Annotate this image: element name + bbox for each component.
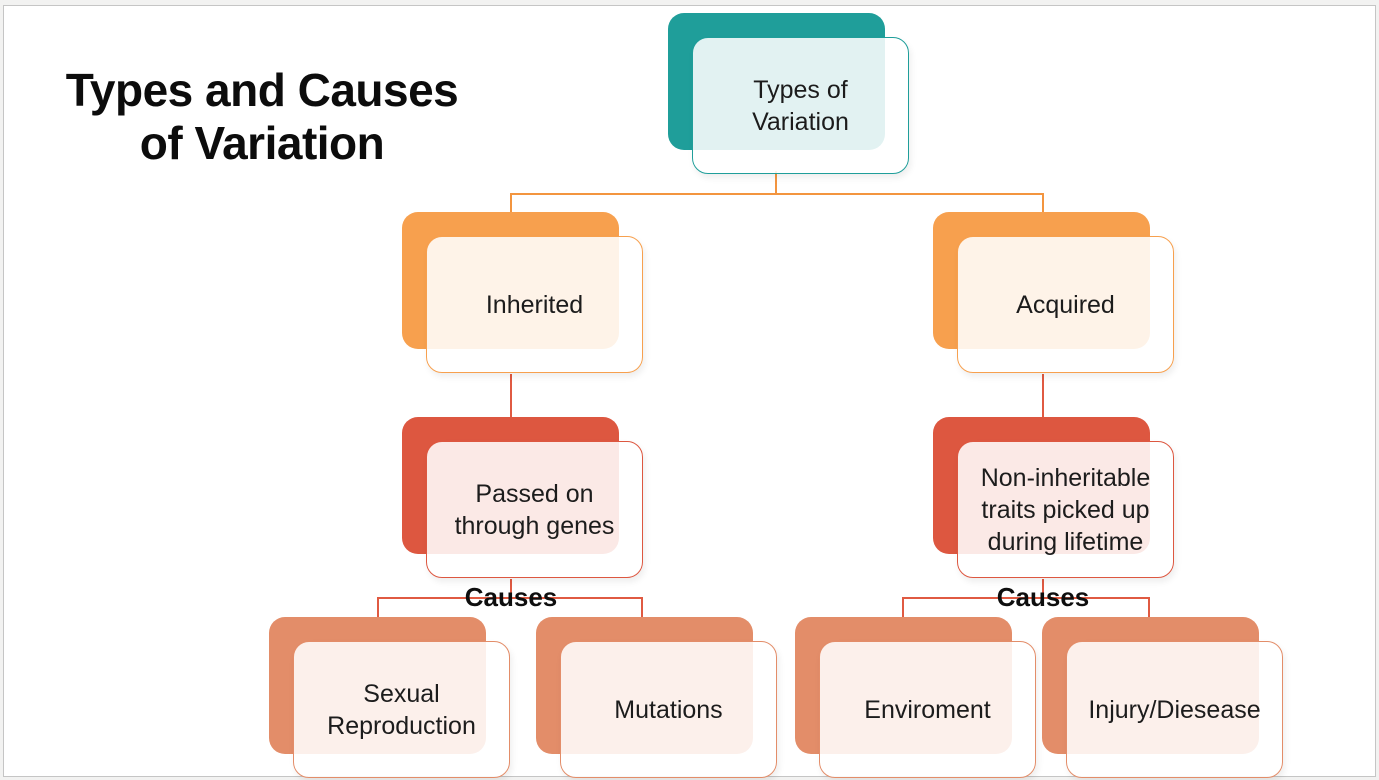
node-non-inheritable-traits[interactable]: Non-inheritable traits picked up during …	[933, 417, 1174, 578]
slide-title[interactable]: Types and Causes of Variation	[65, 64, 459, 170]
node-front-shape: Inherited	[426, 236, 643, 373]
node-front-shape: Passed on through genes	[426, 441, 643, 578]
node-mutations[interactable]: Mutations	[536, 617, 777, 778]
node-acquired[interactable]: Acquired	[933, 212, 1174, 373]
node-label: Mutations	[614, 695, 723, 724]
node-label: Types of Variation	[752, 75, 849, 136]
connector-causes-left-stem	[510, 579, 512, 598]
connector-causes-right-drop-1	[902, 597, 904, 618]
node-types-of-variation[interactable]: Types of Variation	[668, 13, 909, 174]
connector-causes-left-drop-2	[641, 597, 643, 618]
node-label: Non-inheritable traits picked up during …	[980, 463, 1151, 556]
causes-label-left[interactable]: Causes	[464, 582, 558, 612]
connector-acquired-to-noninheritable	[1042, 374, 1044, 418]
node-front-shape: Injury/Diesease	[1066, 641, 1283, 778]
node-label: Sexual Reproduction	[327, 679, 476, 740]
node-label: Enviroment	[864, 695, 991, 724]
node-front-shape: Sexual Reproduction	[293, 641, 510, 778]
connector-causes-right-stem	[1042, 579, 1044, 598]
causes-label-right[interactable]: Causes	[996, 582, 1090, 612]
connector-causes-left-drop-1	[377, 597, 379, 618]
node-front-shape: Acquired	[957, 236, 1174, 373]
connector-level1-horizontal	[510, 193, 1044, 195]
node-front-shape: Mutations	[560, 641, 777, 778]
node-inherited[interactable]: Inherited	[402, 212, 643, 373]
node-front-shape: Non-inheritable traits picked up during …	[957, 441, 1174, 578]
connector-inherited-to-passed	[510, 374, 512, 418]
connector-level1-right-drop	[1042, 193, 1044, 214]
node-label: Passed on through genes	[454, 479, 615, 540]
node-passed-on-through-genes[interactable]: Passed on through genes	[402, 417, 643, 578]
connector-level1-left-drop	[510, 193, 512, 214]
connector-causes-right-drop-2	[1148, 597, 1150, 618]
connector-causes-right-horizontal	[902, 597, 1150, 599]
connector-causes-left-horizontal	[377, 597, 643, 599]
node-front-shape: Types of Variation	[692, 37, 909, 174]
node-injury-diesease[interactable]: Injury/Diesease	[1042, 617, 1283, 778]
node-front-shape: Enviroment	[819, 641, 1036, 778]
node-sexual-reproduction[interactable]: Sexual Reproduction	[269, 617, 510, 778]
node-label: Injury/Diesease	[1088, 695, 1261, 724]
node-label: Inherited	[485, 290, 584, 319]
node-enviroment[interactable]: Enviroment	[795, 617, 1036, 778]
node-label: Acquired	[1016, 290, 1115, 319]
connector-root-stem	[775, 171, 777, 194]
